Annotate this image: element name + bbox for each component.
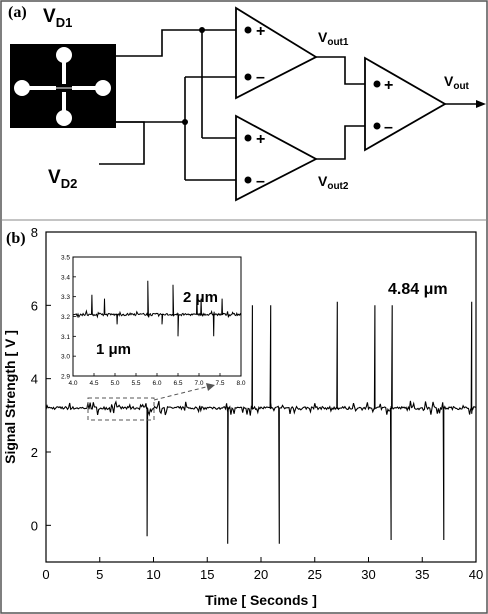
inset-label-2um: 2 μm bbox=[183, 289, 218, 306]
inset-frame bbox=[72, 256, 242, 377]
x-tick-label: 20 bbox=[254, 567, 268, 582]
annotation-label: 4.84 μm bbox=[388, 281, 448, 298]
panel-a: (a) VD1 VD2 bbox=[8, 4, 486, 202]
y-axis-label: Signal Strength [ V ] bbox=[2, 330, 18, 464]
inset-y-tick-label: 3.3 bbox=[61, 294, 70, 301]
amp1-minus: – bbox=[256, 69, 265, 86]
inset-y-tick-label: 3.2 bbox=[61, 314, 70, 321]
inset-x-tick-label: 5.0 bbox=[110, 380, 119, 387]
junction-dot bbox=[199, 27, 205, 33]
inset-y-tick-label: 2.9 bbox=[61, 374, 70, 381]
y-tick-label: 8 bbox=[31, 225, 38, 240]
inset-x-tick-label: 8.0 bbox=[236, 380, 245, 387]
inset-y-tick-label: 3.0 bbox=[61, 354, 70, 361]
amp3-plus: + bbox=[384, 77, 393, 94]
op-amp-3: + – Vout bbox=[364, 56, 470, 152]
zoom-region-box bbox=[87, 397, 155, 421]
inset-x-tick-label: 7.5 bbox=[215, 380, 224, 387]
amp2-minus: – bbox=[256, 173, 265, 190]
inset-y-tick-label: 3.5 bbox=[61, 255, 70, 262]
amp3-minus: – bbox=[384, 119, 393, 136]
y-tick-label: 6 bbox=[31, 298, 38, 313]
input-label-vd1: VD1 bbox=[43, 6, 72, 30]
amp1-plus: + bbox=[256, 23, 265, 40]
output-arrow-icon bbox=[476, 100, 486, 108]
input-label-vd2: VD2 bbox=[48, 167, 77, 191]
y-tick-label: 0 bbox=[31, 518, 38, 533]
x-tick-label: 30 bbox=[361, 567, 375, 582]
zoom-arrow-icon bbox=[206, 383, 215, 391]
inset-x-ticks: 4.0 4.5 5.0 5.5 6.0 6.5 7.0 7.5 8.0 bbox=[68, 373, 246, 387]
inset-label-1um: 1 μm bbox=[96, 341, 131, 358]
signal-trace bbox=[45, 301, 477, 544]
x-tick-label: 40 bbox=[469, 567, 483, 582]
x-axis-ticks: 0 5 10 15 20 25 30 35 40 bbox=[42, 557, 483, 582]
panel-b-chart: (b) 0 5 10 15 20 25 30 35 40 0 2 4 6 8 Time [ Second… bbox=[2, 225, 483, 608]
panel-b-label: (b) bbox=[6, 230, 26, 247]
inset-x-tick-label: 6.0 bbox=[152, 380, 161, 387]
x-tick-label: 35 bbox=[415, 567, 429, 582]
sensor-chip-icon bbox=[10, 44, 116, 128]
junction-dot bbox=[182, 119, 188, 125]
op-amp-1: + – Vout1 bbox=[235, 6, 349, 100]
inset-x-tick-label: 4.0 bbox=[68, 380, 77, 387]
inset-y-ticks: 2.9 3.0 3.1 3.2 3.3 3.4 3.5 bbox=[61, 255, 76, 381]
y-tick-label: 2 bbox=[31, 445, 38, 460]
inset-y-tick-label: 3.1 bbox=[61, 334, 70, 341]
x-tick-label: 5 bbox=[96, 567, 103, 582]
op-amp-2: + – Vout2 bbox=[235, 114, 349, 202]
panel-a-label: (a) bbox=[8, 4, 27, 21]
inset-x-tick-label: 4.5 bbox=[89, 380, 98, 387]
amp3-output-label: Vout bbox=[444, 73, 470, 92]
x-axis-label: Time [ Seconds ] bbox=[205, 592, 317, 608]
x-tick-label: 25 bbox=[308, 567, 322, 582]
x-tick-label: 10 bbox=[146, 567, 160, 582]
inset-x-tick-label: 5.5 bbox=[131, 380, 140, 387]
x-tick-label: 0 bbox=[42, 567, 49, 582]
inset-x-tick-label: 6.5 bbox=[173, 380, 182, 387]
inset-chart: 4.0 4.5 5.0 5.5 6.0 6.5 7.0 7.5 8.0 2.9 3.0 3.1 3.2… bbox=[61, 255, 246, 388]
zoom-connector bbox=[153, 385, 211, 401]
inset-y-tick-label: 3.4 bbox=[61, 274, 70, 281]
amp2-output-label: Vout2 bbox=[318, 173, 349, 192]
inset-trace bbox=[72, 280, 242, 337]
amp1-output-label: Vout1 bbox=[318, 29, 349, 48]
y-tick-label: 4 bbox=[31, 372, 38, 387]
inset-x-tick-label: 7.0 bbox=[194, 380, 203, 387]
amp2-plus: + bbox=[256, 131, 265, 148]
x-tick-label: 15 bbox=[200, 567, 214, 582]
y-axis-ticks: 0 2 4 6 8 bbox=[31, 225, 51, 533]
